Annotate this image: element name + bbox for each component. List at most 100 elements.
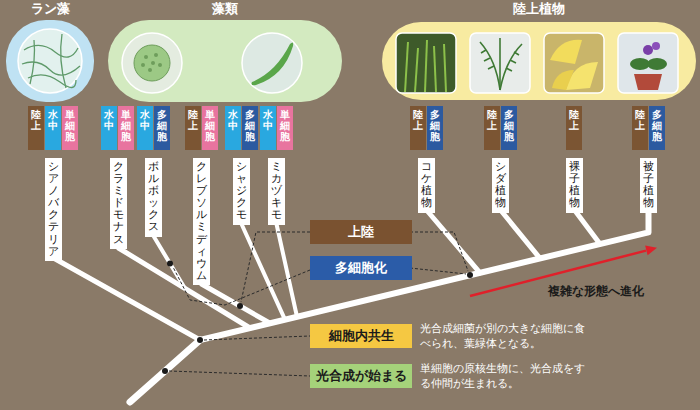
drawing-part (169, 371, 310, 376)
group-ground (6, 20, 94, 102)
group-heading: 陸上植物 (382, 0, 696, 17)
group-panel: 陸上植物 (382, 0, 696, 100)
box-label: 陸上 (188, 109, 198, 131)
drawing-part (241, 232, 310, 302)
habitat-tag: 陸上 (28, 106, 44, 150)
group-heading: ラン藻 (6, 0, 94, 17)
box-label: 多細胞 (430, 109, 440, 142)
drawing-part (444, 44, 446, 92)
box-label: 陸上 (487, 109, 497, 131)
box-label: 陸上 (569, 109, 579, 131)
habitat-tag: 水中 (260, 106, 276, 150)
box-label: シダ植物 (495, 161, 506, 209)
drawing-part (130, 340, 200, 402)
leader-lines (169, 232, 468, 376)
box-label: 細胞内共生 (314, 324, 408, 348)
habitat-tag: 単細胞 (62, 106, 78, 150)
drawing-part (141, 63, 145, 67)
leaf (552, 70, 574, 90)
photo (122, 33, 182, 93)
drawing-part (500, 44, 522, 90)
habitat-tag: 陸上 (185, 106, 201, 150)
drawing-part (237, 303, 243, 309)
species-box: シダ植物 (492, 158, 509, 213)
drawing-part (204, 336, 310, 340)
drawing-part (119, 200, 251, 328)
drawing-part (415, 48, 418, 92)
box-label: 陸上 (635, 109, 645, 131)
species-box: クラミドモナス (110, 158, 127, 249)
drawing-part (28, 75, 76, 88)
species-box: 被子植物 (640, 158, 657, 213)
drawing-part (158, 63, 162, 67)
species-box: コケ植物 (418, 158, 435, 213)
box-label: 裸子植物 (569, 161, 580, 209)
pot (634, 74, 662, 90)
box-label: 光合成が始まる (314, 364, 408, 388)
drawing-part (410, 232, 468, 271)
photo (242, 33, 302, 93)
group-ground (382, 22, 696, 100)
box-label: 水中 (48, 109, 58, 131)
box-label: 被子植物 (643, 161, 654, 209)
event-box: 細胞内共生 (310, 324, 412, 348)
photo (396, 33, 456, 93)
cell-dots (141, 53, 162, 72)
fern-fronds (480, 38, 522, 90)
photo (18, 29, 82, 93)
drawing-part (480, 42, 500, 90)
box-label: シャジクモ (236, 161, 247, 221)
drawing-part (467, 272, 473, 278)
habitat-tag: 陸上 (484, 106, 500, 150)
box-label: 水中 (140, 109, 150, 131)
box-label: ボルボックス (148, 161, 159, 234)
crescent-cell (252, 42, 294, 85)
drawing-part (154, 53, 158, 57)
flower (652, 42, 660, 50)
habitat-tag: 水中 (225, 106, 241, 150)
habitat-tag: 多細胞 (154, 106, 170, 150)
arrow-head (645, 246, 657, 256)
drawing-part (425, 40, 427, 92)
habitat-tag: 多細胞 (242, 106, 258, 150)
species-box: クレブソルミディウム (193, 158, 210, 285)
drawing-part (61, 34, 66, 88)
event-box: 光合成が始まる (310, 364, 412, 388)
drawing-part (197, 337, 203, 343)
box-label: 陸上 (413, 109, 423, 131)
phylogenetic-tree (54, 180, 649, 402)
drawing-part (144, 55, 148, 59)
event-box: 上陸 (310, 220, 412, 244)
box-label: ミカヅキモ (271, 161, 282, 221)
filaments (22, 34, 80, 88)
group-ground (108, 20, 342, 102)
box-label: 水中 (104, 109, 114, 131)
event-box: 多細胞化 (310, 256, 412, 280)
habitat-tag: 多細胞 (649, 106, 665, 150)
drawing-part (405, 42, 408, 92)
box-label: 多細胞 (504, 109, 514, 142)
drawing-part (167, 261, 173, 267)
group-panel: ラン藻 (6, 0, 94, 100)
box-label: クラミドモナス (113, 161, 124, 246)
box-label: 単細胞 (205, 109, 215, 142)
habitat-tag: 単細胞 (277, 106, 293, 150)
arrow-label: 複雑な形態へ進化 (548, 283, 644, 300)
drawing-part (499, 38, 501, 90)
species-box: ミカヅキモ (268, 158, 285, 225)
habitat-tag: 陸上 (632, 106, 648, 150)
leaf (647, 58, 667, 70)
photo (470, 33, 530, 93)
box-label: 水中 (263, 109, 273, 131)
photo (544, 33, 604, 93)
habitat-tag: 単細胞 (202, 106, 218, 150)
drawing-part (162, 368, 168, 374)
group-panel: 藻類 (108, 0, 342, 100)
drawing-part (30, 40, 35, 84)
drawing-part (410, 268, 466, 274)
box-label: 上陸 (314, 220, 408, 244)
drawing-part (151, 61, 155, 65)
species-box: ボルボックス (145, 158, 162, 237)
